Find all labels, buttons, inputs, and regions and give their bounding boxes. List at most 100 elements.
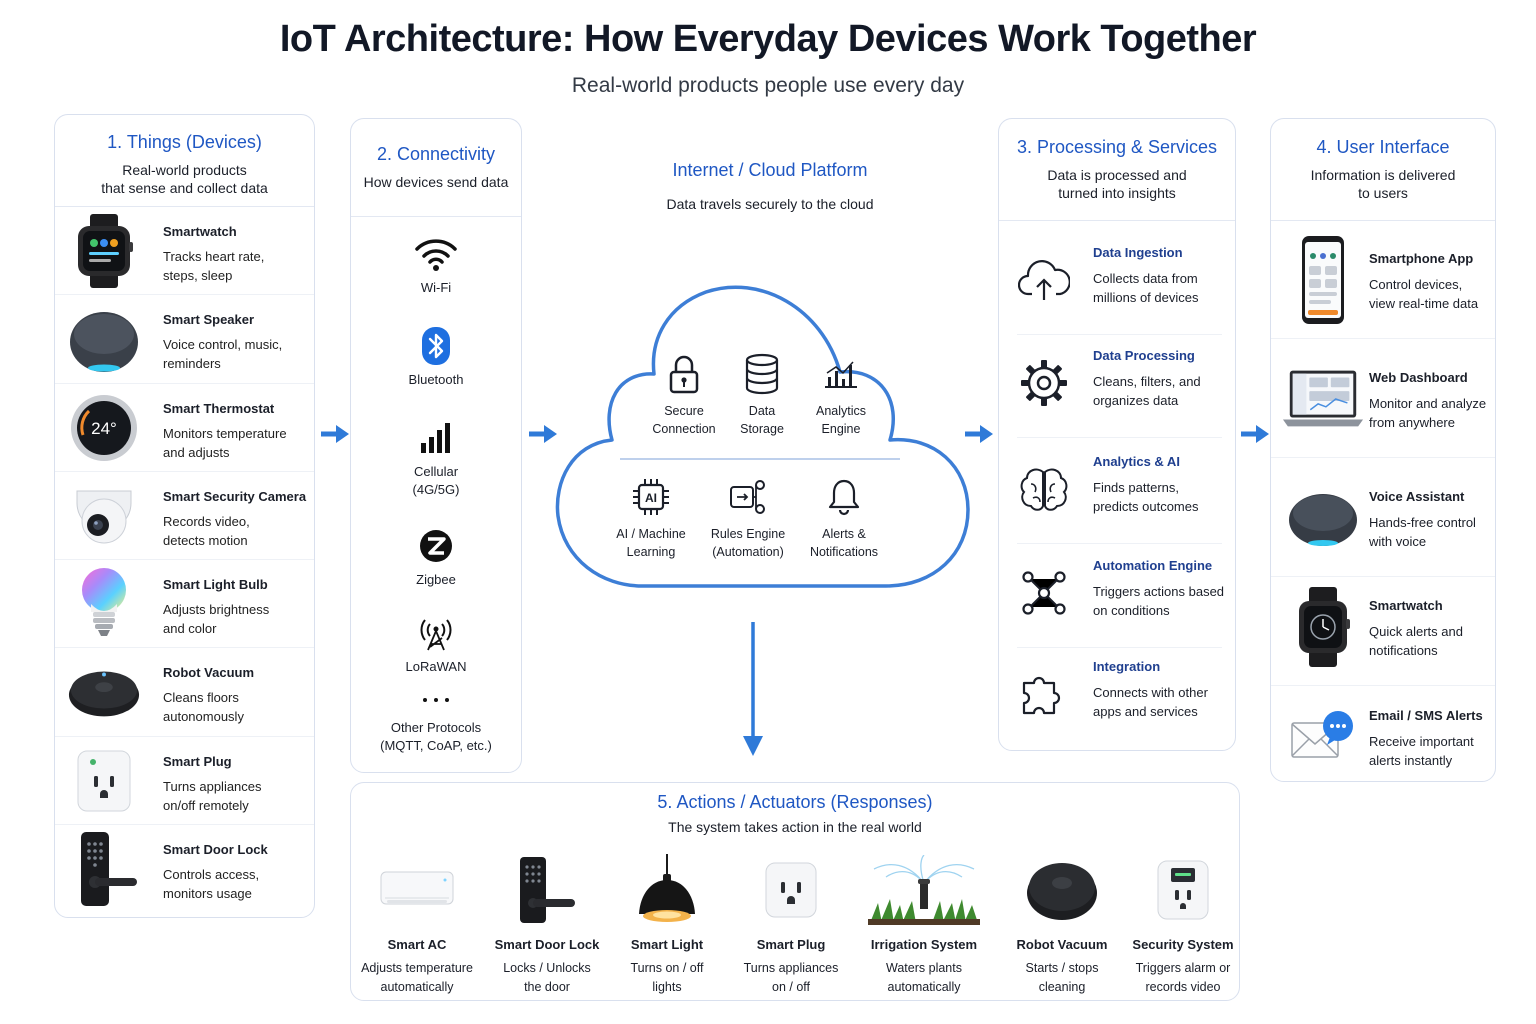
interface-title: Voice Assistant: [1369, 489, 1465, 504]
actions-description: The system takes action in the real worl…: [668, 819, 922, 835]
processing-heading: 3. Processing & Services: [1016, 137, 1218, 157]
cloud-upload-icon: [1017, 253, 1071, 307]
bell-icon: [789, 475, 899, 519]
lorawan-icon: [351, 612, 521, 654]
processing-panel: 3. Processing & Services Data is process…: [998, 118, 1236, 751]
device-smart-door-lock[interactable]: Smart Door Lock Controls access,monitors…: [55, 825, 314, 913]
user-interface-header: 4. User Interface Information is deliver…: [1271, 119, 1495, 221]
action-title: Smart Light: [630, 937, 704, 952]
device-smart-speaker[interactable]: Smart Speaker Voice control, music,remin…: [55, 295, 314, 384]
interface-smartphone-app[interactable]: Smartphone App Control devices,view real…: [1271, 221, 1495, 339]
cloud-service-rules-engine: Rules Engine(Automation): [693, 475, 803, 561]
padlock-icon: [629, 352, 739, 396]
protocol-cellular: Cellular(4G/5G): [351, 417, 521, 499]
robot-vacuum-icon: [67, 654, 141, 730]
arrow-cloud-to-actions: [743, 622, 763, 756]
rules-engine-icon: [693, 475, 803, 519]
smart-plug-icon: [729, 849, 853, 931]
device-title: Smart Plug: [163, 753, 232, 769]
smart-speaker-icon: [67, 301, 141, 377]
action-title: Security System: [1132, 937, 1234, 952]
protocol-label: Bluetooth: [408, 372, 464, 387]
device-title: Robot Vacuum: [163, 665, 255, 681]
processing-header: 3. Processing & Services Data is process…: [999, 119, 1235, 221]
device-security-camera[interactable]: Smart Security Camera Records video,dete…: [55, 472, 314, 560]
service-title: Analytics & AI: [1093, 454, 1180, 469]
interface-description: Control devices,view real-time data: [1369, 277, 1479, 311]
page-title: IoT Architecture: How Everyday Devices W…: [279, 18, 1257, 60]
protocol-label: Wi-Fi: [420, 280, 452, 295]
thermostat-reading: 24°: [91, 419, 117, 438]
service-analytics-ai: Analytics & AI Finds patterns,predicts o…: [1017, 444, 1222, 544]
protocol-label: Cellular(4G/5G): [412, 464, 460, 497]
smartwatch-icon: [1281, 582, 1365, 672]
zigbee-icon: [351, 525, 521, 567]
cloud-description: Data travels securely to the cloud: [666, 196, 874, 212]
device-description: Records video,detects motion: [163, 513, 250, 548]
security-camera-icon: [67, 478, 141, 554]
device-title: Smart Security Camera: [163, 488, 307, 504]
device-title: Smart Thermostat: [163, 400, 275, 416]
arrow-things-to-connectivity: [321, 425, 349, 443]
interface-title: Smartwatch: [1369, 598, 1443, 613]
interface-title: Web Dashboard: [1369, 370, 1468, 385]
device-smart-thermostat[interactable]: 24° Smart Thermostat Monitors temperatur…: [55, 384, 314, 472]
user-interface-heading: 4. User Interface: [1316, 137, 1450, 157]
cloud-service-alerts: Alerts &Notifications: [789, 475, 899, 561]
protocol-wifi: Wi-Fi: [351, 233, 521, 297]
wifi-icon: [351, 233, 521, 275]
network-nodes-icon: [1017, 566, 1071, 620]
action-title: Smart Door Lock: [494, 937, 600, 952]
arrow-cloud-to-processing: [965, 425, 993, 443]
air-conditioner-icon: [355, 849, 479, 931]
connectivity-description: How devices send data: [363, 174, 509, 190]
cloud-heading: Internet / Cloud Platform: [672, 160, 868, 180]
connectivity-heading: 2. Connectivity: [376, 144, 496, 164]
light-bulb-icon: [67, 566, 141, 642]
connectivity-panel: 2. Connectivity How devices send data Wi…: [350, 118, 522, 773]
device-smartwatch[interactable]: Smartwatch Tracks heart rate,steps, slee…: [55, 207, 314, 296]
service-automation-engine: Automation Engine Triggers actions based…: [1017, 548, 1224, 648]
brain-icon: [1017, 462, 1071, 516]
cloud-service-label: Alerts &Notifications: [809, 527, 879, 559]
bluetooth-icon: [351, 325, 521, 367]
service-title: Data Processing: [1093, 348, 1195, 363]
ai-chip-icon: AI: [596, 475, 706, 519]
action-title: Smart AC: [387, 937, 447, 952]
